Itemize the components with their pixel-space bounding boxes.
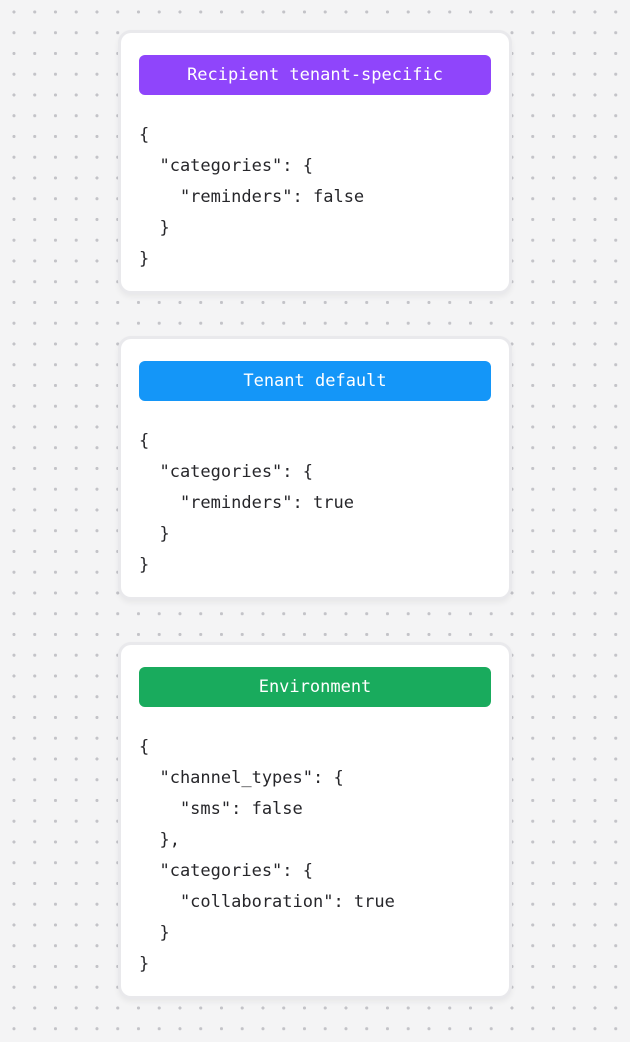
code-block-environment: { "channel_types": { "sms": false }, "ca… — [139, 737, 395, 974]
code-block-recipient-tenant-specific: { "categories": { "reminders": false } } — [139, 125, 365, 269]
badge-tenant-default: Tenant default — [139, 361, 491, 401]
card-tenant-default: Tenant default { "categories": { "remind… — [118, 336, 512, 600]
badge-recipient-tenant-specific: Recipient tenant-specific — [139, 55, 491, 95]
code-block-tenant-default: { "categories": { "reminders": true } } — [139, 431, 354, 575]
card-recipient-tenant-specific: Recipient tenant-specific { "categories"… — [118, 30, 512, 294]
card-environment: Environment { "channel_types": { "sms": … — [118, 642, 512, 999]
badge-environment: Environment — [139, 667, 491, 707]
